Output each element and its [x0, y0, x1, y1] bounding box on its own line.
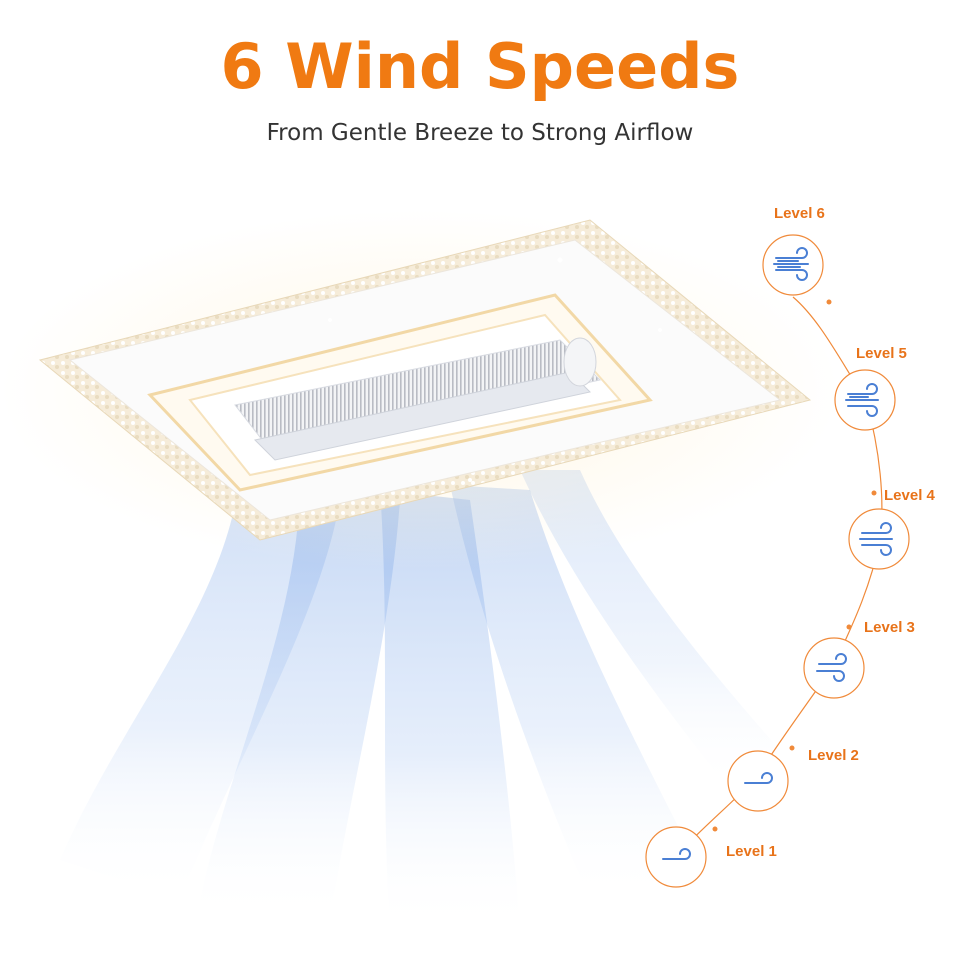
level-4-badge	[848, 508, 910, 570]
level-5-label: Level 5	[856, 345, 907, 362]
level-6-label: Level 6	[774, 205, 825, 222]
level-2-label: Level 2	[808, 747, 859, 764]
level-2-badge	[727, 750, 789, 812]
level-1-badge	[645, 826, 707, 888]
wind-medium-icon	[816, 653, 847, 682]
level-4-label: Level 4	[884, 487, 935, 504]
wind-light-icon	[662, 848, 691, 860]
airflow-streams	[60, 470, 780, 930]
page-title: 6 Wind Speeds	[220, 30, 740, 103]
wind-strong-icon	[773, 247, 809, 281]
ceiling-fan-light	[0, 210, 840, 570]
level-5-badge	[834, 369, 896, 431]
wind-medium-icon	[859, 522, 893, 556]
wind-light-icon	[744, 772, 773, 784]
wind-strong-icon	[845, 383, 879, 417]
level-3-label: Level 3	[864, 619, 915, 636]
level-1-label: Level 1	[726, 843, 777, 860]
level-3-badge	[803, 637, 865, 699]
page-subtitle: From Gentle Breeze to Strong Airflow	[266, 120, 694, 146]
level-6-badge	[762, 234, 824, 296]
